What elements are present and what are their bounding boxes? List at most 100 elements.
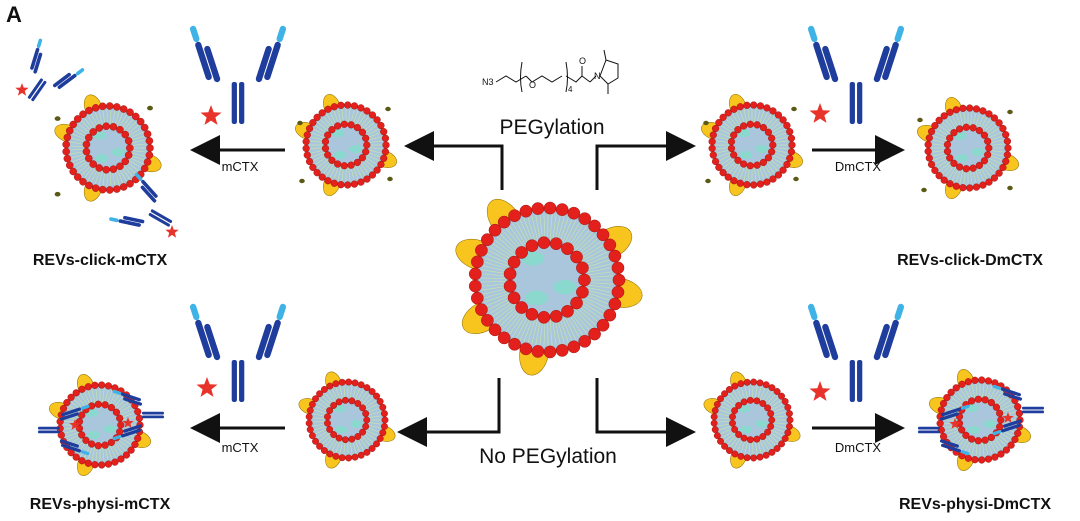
lipid-head-outer [302, 144, 310, 152]
lipid-head-outer [363, 107, 371, 115]
lipid-head-outer [946, 180, 954, 188]
lipid-head-inner [89, 160, 97, 168]
lipid-head-outer [768, 448, 776, 456]
lipid-head-outer [380, 154, 388, 162]
lipid-head-inner [82, 436, 90, 444]
lipid-head-outer [736, 179, 744, 187]
lipid-head-outer [143, 158, 152, 166]
lipid-head-outer [971, 376, 979, 384]
lipid-head-outer [351, 379, 359, 387]
lipid-head-outer [350, 180, 359, 188]
lipid-head-outer [959, 104, 967, 112]
lumen-spot [335, 425, 348, 434]
lipid-head-outer [368, 445, 376, 452]
lipid-head-inner [759, 123, 767, 132]
lipid-head-inner [525, 307, 539, 321]
lipid-head-outer [709, 151, 717, 159]
lipid-head-inner [974, 437, 982, 445]
lipid-head-inner [362, 134, 370, 142]
antibody-attached-3 [37, 404, 90, 456]
lipid-head-inner [740, 122, 748, 130]
peg-dot-icon [297, 120, 303, 126]
lipid-head-inner [328, 156, 336, 164]
lipid-head-inner [984, 151, 992, 159]
lipid-head-inner [321, 137, 330, 146]
lipid-head-outer [126, 179, 134, 188]
product-vesicle-physi-dmctx [929, 369, 1031, 471]
lipid-head-inner [980, 157, 989, 165]
lipid-head-inner [997, 416, 1005, 424]
lipid-head-outer [98, 102, 107, 111]
lipid-head-outer [946, 108, 954, 116]
lipid-head-outer [497, 331, 511, 345]
lipid-head-outer [737, 380, 745, 388]
lipid-head-inner [735, 431, 743, 438]
antibody-reagent-bottom-left [189, 303, 287, 402]
lipid-head-outer [763, 178, 771, 186]
lipid-head-outer [978, 376, 986, 384]
lipid-head-outer [305, 124, 314, 133]
lipid-head-inner [950, 129, 958, 137]
lipid-head-outer [309, 119, 317, 127]
lipid-head-outer [63, 154, 72, 163]
lipid-head-inner [340, 120, 348, 128]
lipid-head-inner [730, 151, 738, 159]
lipid-head-inner [740, 160, 748, 168]
lipid-head-outer [719, 169, 727, 177]
lipid-head-inner [85, 133, 93, 142]
lipid-head-inner [537, 310, 551, 324]
lipid-head-outer [724, 173, 732, 181]
lipid-head-inner [764, 154, 773, 162]
lipid-tails [309, 108, 383, 182]
lipid-head-inner [326, 407, 334, 415]
reagent-subscript: 4 [568, 85, 573, 94]
lipid-head-outer [995, 169, 1003, 177]
lipid-head-outer [381, 410, 388, 418]
lipid-head-outer [65, 126, 74, 135]
arrow-label-top-left: mCTX [222, 159, 259, 174]
lipid-head-outer [320, 447, 328, 454]
lipid-head-outer [79, 110, 87, 119]
lipid-head-inner [95, 124, 103, 132]
lipid-head-outer [98, 185, 107, 194]
lipid-head-inner [731, 425, 739, 433]
lipid-head-inner [116, 428, 124, 436]
lipid-head-outer [84, 459, 92, 467]
lipid-head-outer [769, 107, 777, 115]
lipid-head-outer [709, 131, 717, 139]
lipid-head-outer [357, 104, 365, 112]
lipid-head-inner [987, 433, 995, 442]
lipid-head-outer [927, 127, 936, 136]
lipid-head-inner [354, 433, 362, 440]
lipid-head-outer [62, 140, 70, 149]
lipid-head-inner [112, 408, 121, 416]
lipid-head-outer [84, 383, 92, 391]
lipid-head-inner [124, 151, 133, 159]
lipid-head-outer [302, 138, 310, 146]
lipid-head-inner [968, 435, 976, 443]
lipid-head-outer [750, 101, 758, 109]
arrow-center-to-bottom-right [595, 378, 696, 447]
lipid-head-inner [968, 397, 976, 405]
lipid-head-outer [63, 133, 72, 142]
lipid-head-inner [746, 162, 754, 170]
lipid-head-outer [357, 381, 365, 389]
lipid-head-outer [721, 442, 728, 450]
star-top-right [809, 103, 831, 123]
lipid-head-outer [927, 160, 936, 169]
lipid-head-outer [79, 177, 87, 186]
lipid-head-inner [109, 165, 118, 173]
lipid-head-inner [962, 431, 970, 439]
lipid-head-outer [786, 154, 794, 162]
lipid-head-outer [363, 175, 371, 183]
antibody-reagent-bottom-right [807, 303, 905, 402]
peg-dot-icon [791, 106, 797, 112]
lipid-head-outer [711, 426, 719, 434]
lipid-head-outer [936, 419, 944, 427]
lipid-head-outer [357, 451, 365, 459]
lipid-head-outer [320, 386, 328, 393]
lipid-head-inner [746, 396, 754, 404]
lipid-head-outer [471, 255, 484, 269]
star-attached-4 [122, 417, 134, 428]
